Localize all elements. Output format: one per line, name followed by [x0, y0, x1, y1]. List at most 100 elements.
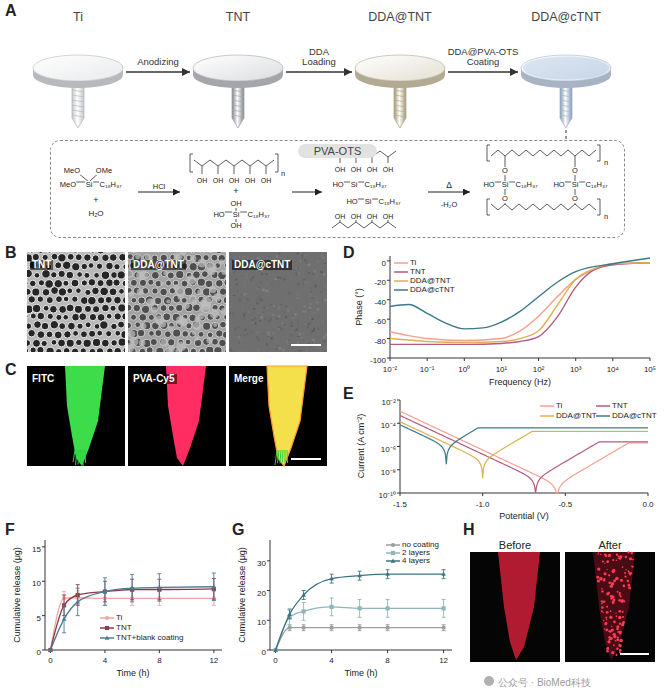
axis-tick [267, 620, 270, 621]
figure-shape [161, 339, 169, 347]
chem-label: OH [260, 177, 272, 184]
label-wrap: 0 [48, 650, 52, 666]
figure-shape [128, 297, 129, 305]
figure-shape [167, 272, 174, 279]
figure-shape [314, 276, 315, 279]
fluorescence-image [229, 366, 327, 466]
figure-shape [601, 603, 603, 605]
figure-shape [310, 288, 311, 289]
figure-shape [64, 252, 70, 253]
figure-shape [304, 260, 306, 262]
screw-thread [394, 110, 406, 112]
legend-item: Ti [394, 259, 416, 267]
figure-shape [29, 280, 36, 287]
figure-shape [240, 305, 242, 307]
figure-shape [163, 271, 168, 276]
label-wrap: OH [334, 159, 346, 175]
figure-shape [279, 333, 280, 336]
axis-tick [575, 358, 576, 361]
figure-shape [89, 348, 95, 352]
figure-shape [233, 295, 235, 296]
figure-shape [298, 323, 299, 326]
data-series [274, 598, 446, 652]
figure-shape [310, 290, 311, 292]
figure-shape [304, 281, 307, 283]
chem-bond [487, 145, 490, 161]
legend-swatch [100, 634, 114, 642]
label-wrap: HCl [152, 176, 166, 192]
figure-shape [128, 315, 129, 321]
tick-label: -80 [374, 338, 386, 346]
figure-shape [625, 569, 626, 570]
tick-label: 5 [37, 615, 41, 623]
figure-shape [249, 329, 250, 330]
figure-shape [312, 312, 315, 313]
axis-tick [538, 358, 539, 361]
figure-shape [51, 253, 58, 260]
figure-shape [255, 292, 258, 293]
figure-shape [73, 330, 79, 336]
figure-shape [305, 262, 308, 264]
callout-line [566, 130, 567, 140]
panel-letter: D [343, 245, 355, 261]
figure-shape [620, 600, 623, 603]
legend-swatch [394, 286, 408, 294]
figure-shape [224, 349, 226, 352]
data-marker [75, 599, 80, 603]
figure-shape [59, 305, 67, 313]
figure-shape [266, 351, 268, 352]
figure-shape [271, 337, 273, 340]
chem-label: OH [350, 166, 362, 173]
screw-thread [232, 95, 244, 97]
figure-shape [68, 322, 76, 330]
tick-label: 10² [533, 366, 545, 374]
label-wrap: 15 [32, 539, 41, 555]
figure-shape [197, 259, 206, 268]
figure-shape [615, 654, 617, 656]
axis-title: Cumulative release (μg) [13, 547, 22, 643]
figure-shape [28, 296, 35, 303]
figure-shape [310, 333, 313, 335]
detail-box: PVA-OTS [50, 140, 625, 238]
figure-shape [139, 340, 145, 346]
figure-shape [160, 288, 168, 296]
label-wrap: HO [553, 174, 565, 190]
figure-shape [50, 305, 58, 313]
figure-shape [269, 253, 270, 255]
label-wrap: 12 [209, 650, 218, 666]
figure-shape [289, 340, 290, 341]
figure-shape [296, 252, 299, 254]
tick-label: 10¹ [496, 366, 508, 374]
label-wrap: 10⁻⁴ [381, 415, 396, 431]
image-label: TNT [30, 260, 53, 270]
node-text-wrap: DDA@cTNT [518, 6, 614, 25]
figure-shape [246, 298, 249, 300]
figure-shape [257, 303, 259, 305]
figure-shape [616, 554, 618, 556]
chem-label: OH [228, 177, 240, 184]
chem-label: Si [232, 211, 240, 219]
tick-label: 10⁻⁴ [381, 422, 396, 430]
figure-shape [92, 306, 99, 313]
node-text-wrap: Ti [30, 6, 126, 25]
figure-shape [27, 288, 31, 295]
figure-shape [222, 331, 226, 338]
axis-line [390, 256, 650, 358]
implant-screw [394, 84, 406, 128]
figure-shape [88, 296, 96, 304]
figure-shape [292, 331, 295, 332]
figure-shape [81, 263, 87, 269]
figure-shape [308, 272, 311, 274]
error-bar [386, 570, 390, 579]
figure-shape [111, 340, 117, 346]
wechat-icon [484, 676, 494, 686]
data-curve [276, 574, 444, 650]
axis-tick [650, 358, 651, 361]
label-wrap: 公众号 · BioMed科技 [498, 673, 591, 689]
figure-shape [277, 328, 279, 330]
figure-shape [266, 290, 269, 293]
axis-line [45, 540, 222, 650]
chem-bond [332, 222, 396, 228]
chem-label: C₁₈H₃₇ [515, 181, 538, 189]
figure-shape [288, 333, 291, 336]
